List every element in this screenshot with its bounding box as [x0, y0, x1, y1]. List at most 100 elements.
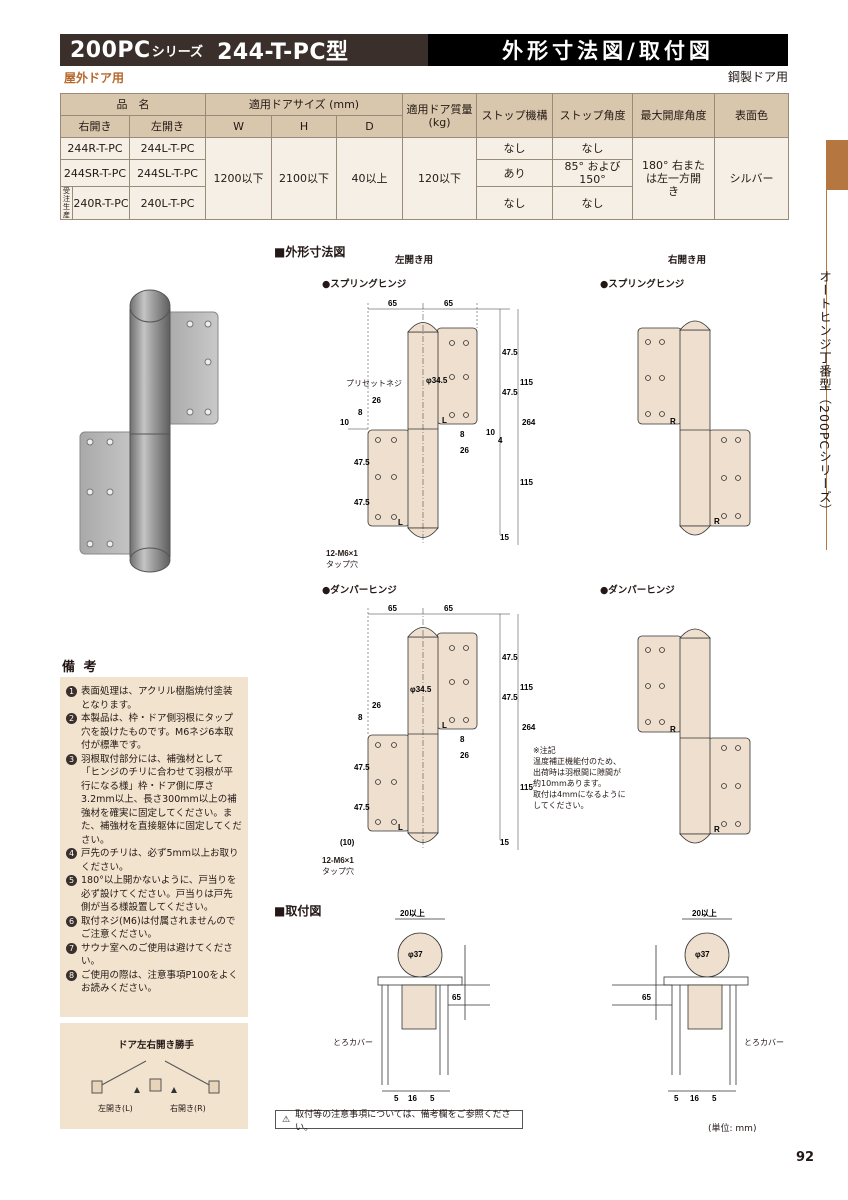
cell-stop: なし — [476, 137, 554, 160]
cell-right-model: 240R-T-PC — [72, 186, 130, 220]
note-text: 180°以上開かないように、戸当りを必ず設けてください。戸当りは戸先側が当る様設… — [81, 875, 237, 913]
note-number: 7 — [66, 942, 77, 954]
dim-8-lower: 8 — [460, 430, 465, 439]
mount-5-b: 5 — [430, 1094, 435, 1103]
phi-345: φ34.5 — [426, 376, 448, 385]
series-banner: 200PC シリーズ 244-T-PC型 — [60, 34, 428, 66]
cell-w: 1200以下 — [205, 137, 273, 220]
table-subheader-row: 右開き 左開き W H D — [60, 115, 789, 138]
side-tab-line — [826, 190, 827, 550]
attention-line: 約10mmあります。 — [533, 779, 606, 788]
th-color: 表面色 — [714, 93, 790, 138]
th-stop-angle: ストップ角度 — [552, 93, 634, 138]
side-tab-color — [826, 140, 848, 190]
door-hand-diagram — [91, 1060, 220, 1094]
mark-r-upper: R — [670, 417, 676, 426]
mount-5-a: 5 — [674, 1094, 679, 1103]
note-item: 6 取付ネジ(M6)は付属されませんのでご注意ください。 — [66, 915, 242, 942]
cell-right-model: 244R-T-PC — [60, 137, 130, 160]
dim-65-left: 65 — [388, 299, 397, 308]
door-hand-title: ドア左右開き勝手 — [118, 1040, 195, 1051]
dim-475-lower1: 47.5 — [354, 458, 370, 467]
dim-115-upper: 115 — [520, 378, 533, 387]
page-number: 92 — [796, 1150, 815, 1165]
table-header-row: 品 名 適用ドアサイズ (mm) 適用ドア質量(kg) ストップ機構 ストップ角… — [59, 93, 790, 138]
model-name: 244-T-PC型 — [217, 40, 349, 65]
mount-20-label: 20以上 — [692, 908, 717, 918]
mark-r-lower: R — [714, 825, 720, 834]
right-open-label: 右開き用 — [668, 255, 707, 266]
mount-65: 65 — [642, 993, 651, 1002]
left-open-label: 左開き用 — [395, 255, 434, 266]
dim-115-upper: 115 — [520, 683, 533, 692]
dim-475-upper: 47.5 — [502, 653, 518, 662]
warning-box: ⚠ 取付等の注意事項については、備考欄をご参照ください。 — [275, 1110, 523, 1133]
cell-right-model: 244SR-T-PC — [60, 159, 130, 187]
dim-10-left: 10 — [340, 418, 349, 427]
note-item: 7 サウナ室へのご使用は避けてください。 — [66, 942, 242, 969]
cell-color: シルバー — [714, 137, 790, 220]
dim-264: 264 — [522, 723, 536, 732]
dim-65-left: 65 — [388, 604, 397, 613]
left-spring-drawing: 65 65 47.5 47.5 115 264 115 47.5 47.5 26… — [340, 299, 536, 545]
table-row: 244R-T-PC 244L-T-PC 1200以下 2100以下 40以上 1… — [60, 137, 790, 220]
cell-left-model: 240L-T-PC — [128, 186, 207, 220]
mark-l-upper: L — [442, 416, 447, 425]
mark-l-lower: L — [398, 518, 403, 527]
mount-drawing-right: 20以上 φ37 65 5 16 5 — [612, 908, 749, 1103]
series-suffix: シリーズ — [151, 44, 204, 60]
th-right-open: 右開き — [60, 115, 130, 138]
dim-475-lower2: 47.5 — [354, 803, 370, 812]
mount-5-a: 5 — [394, 1094, 399, 1103]
th-left-open: 左開き — [128, 115, 207, 138]
dim-475-mid: 47.5 — [502, 388, 518, 397]
note-text: 表面処理は、アクリル樹脂焼付塗装となります。 — [81, 686, 233, 711]
table-row: 244SR-T-PC 244SL-T-PC あり 85° および150° — [60, 159, 789, 187]
note-text: 羽根取付部分には、補強材として「ヒンジのチリに合わせて羽根が平行になる様」枠・ド… — [81, 753, 242, 846]
note-item: 1 表面処理は、アクリル樹脂焼付塗装となります。 — [66, 685, 242, 712]
th-d: D — [336, 115, 404, 138]
note-number: 4 — [66, 848, 77, 859]
dim-26-upper: 26 — [372, 701, 381, 710]
side-tab-label: オートヒンジ丁番型（200PCシリーズ） — [817, 270, 832, 518]
tap-label-2: タップ穴 — [322, 867, 354, 876]
note-number: 1 — [66, 686, 77, 697]
dim-475-upper: 47.5 — [502, 348, 518, 357]
cell-left-model: 244SL-T-PC — [128, 159, 207, 187]
damper-label-left: ●ダンパーヒンジ — [322, 585, 397, 596]
mount-phi37: φ37 — [695, 950, 710, 959]
dim-8-upper: 8 — [358, 713, 363, 722]
mount-16: 16 — [690, 1094, 699, 1103]
dim-65-right: 65 — [444, 604, 453, 613]
dim-264: 264 — [522, 418, 536, 427]
dim-475-mid: 47.5 — [502, 693, 518, 702]
mount-title: ■取付図 — [274, 904, 322, 918]
dim-115-lower: 115 — [520, 783, 533, 792]
note-text: 取付ネジ(M6)は付属されませんのでご注意ください。 — [81, 915, 236, 941]
dim-115-lower: 115 — [520, 478, 533, 487]
door-hand-right-label: 右開き(R) — [170, 1104, 206, 1113]
mark-l-lower: L — [398, 823, 403, 832]
mark-l-upper: L — [442, 721, 447, 730]
th-stop: ストップ機構 — [476, 93, 554, 138]
series-name: 200PC — [70, 37, 151, 63]
preset-screw-label: プリセットネジ — [346, 379, 402, 388]
damper-label-right: ●ダンパーヒンジ — [600, 585, 675, 596]
note-number: 6 — [66, 915, 77, 927]
dim-65-right: 65 — [444, 299, 453, 308]
made-to-order-mark: 受注生産 — [60, 186, 73, 220]
hinge-product-photo — [79, 289, 219, 573]
phi-345: φ34.5 — [410, 685, 432, 694]
note-text: サウナ室へのご使用は避けてください。 — [81, 942, 233, 968]
usage-label: 屋外ドア用 — [64, 71, 125, 85]
right-damper-drawing: R R — [637, 628, 751, 844]
right-spring-drawing: R R — [637, 320, 751, 536]
warning-text: 取付等の注意事項については、備考欄をご参照ください。 — [295, 1109, 511, 1133]
spring-label-right: ●スプリングヒンジ — [600, 279, 685, 290]
note-number: 5 — [66, 875, 77, 886]
cell-d: 40以上 — [336, 137, 404, 220]
warning-icon: ⚠ — [282, 1114, 291, 1125]
